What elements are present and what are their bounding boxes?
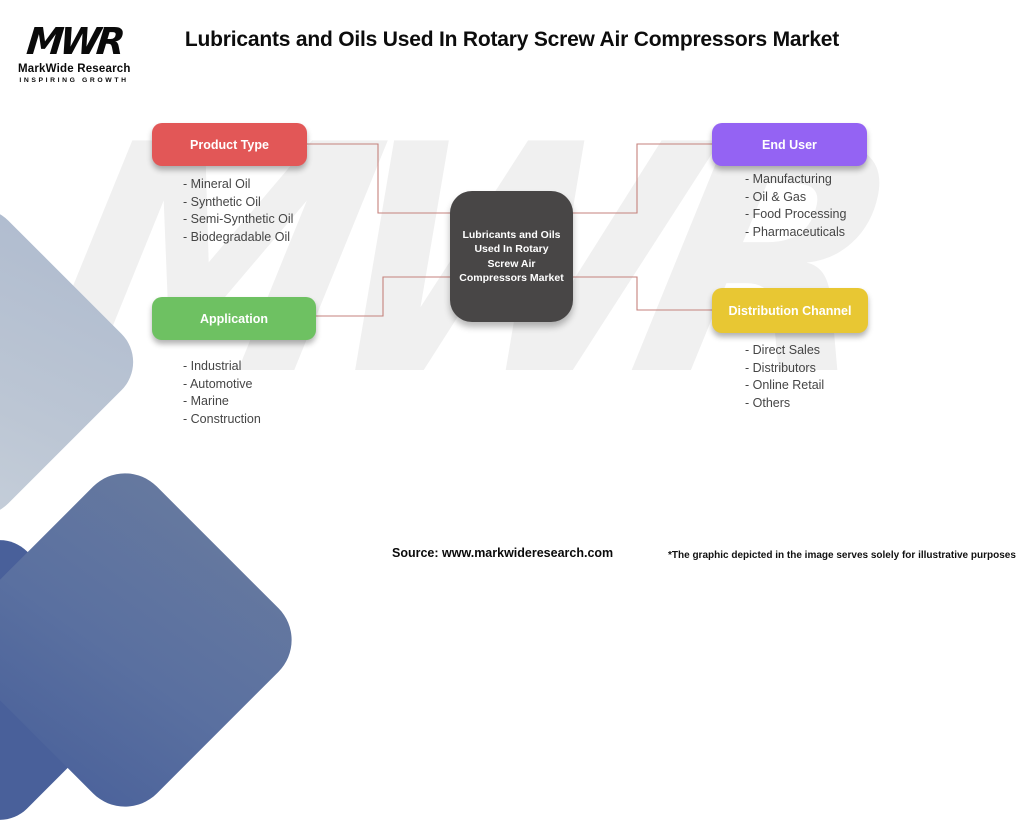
list-item: - Industrial [183,359,242,373]
central-market-node-label: Lubricants and Oils Used In Rotary Screw… [459,229,564,284]
distribution-channel-list: - Direct Sales - Distributors - Online Ret… [745,342,824,412]
list-item: - Pharmaceuticals [745,224,846,239]
central-market-node: Lubricants and Oils Used In Rotary Screw… [450,191,573,322]
product-type-list: - Mineral Oil - Synthetic Oil - Semi-Synth… [183,176,293,246]
list-item: - Distributors [745,360,816,375]
product-type-box: Product Type [152,123,307,166]
source-note: Source: www.markwideresearch.com [392,546,614,560]
list-item: - Marine [183,394,229,408]
page-title: Lubricants and Oils Used In Rotary Screw… [184,28,840,51]
list-item: - Online Retail [745,378,825,392]
disclaimer-note: *The graphic depicted in the image serve… [668,550,1016,561]
list-item: - Semi-Synthetic Oil [183,212,294,226]
connector-product-type [307,143,450,214]
distribution-channel-box: Distribution Channel [712,288,868,333]
application-list: - Industrial - Automotive - Marine - Constr… [183,358,261,428]
list-item: - Biodegradable Oil [183,229,291,244]
logo-tagline: INSPIRING GROWTH [19,77,129,84]
logo-name: MarkWide Research [18,63,131,75]
connector-lines [307,143,712,317]
list-item: - Automotive [183,376,253,391]
end-user-box: End User [712,123,867,166]
connector-application [316,276,450,317]
list-item: - Synthetic Oil [183,194,261,209]
markwide-research-logo: MWR MarkWide Research INSPIRING GROWTH [18,20,131,84]
connector-end-user [573,143,712,214]
list-item: - Food Processing [745,207,847,221]
list-item: - Oil & Gas [745,189,807,204]
list-item: - Manufacturing [745,172,832,186]
list-item: - Others [745,395,791,410]
connector-distribution-channel [573,276,712,311]
end-user-list: - Manufacturing - Oil & Gas - Food Process… [745,171,846,241]
list-item: - Construction [183,411,261,426]
list-item: - Direct Sales [745,343,821,357]
application-box: Application [152,297,316,340]
list-item: - Mineral Oil [183,177,251,191]
